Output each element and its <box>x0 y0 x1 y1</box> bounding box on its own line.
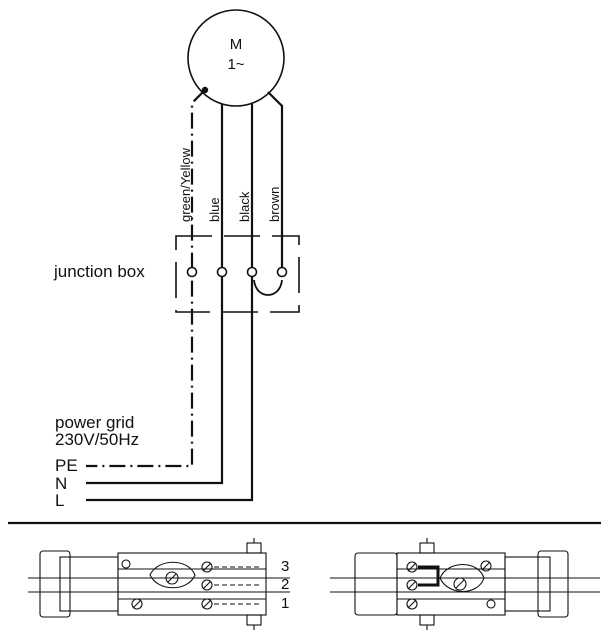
terminal-brown <box>276 266 288 278</box>
wire-label-blue: blue <box>207 197 222 222</box>
junction-box-outline <box>175 235 300 313</box>
conductor-l-label: L <box>55 491 64 510</box>
junction-box-label: junction box <box>53 262 145 281</box>
n-wire <box>86 276 224 485</box>
power-grid-label: power grid <box>55 413 134 432</box>
pin-label-3: 3 <box>281 558 289 575</box>
brown-wire <box>267 91 284 268</box>
pin-label-1: 1 <box>281 595 289 612</box>
motor-symbol: M <box>230 36 243 53</box>
wire-label-pe: green/Yellow <box>178 147 193 222</box>
connector-right <box>330 538 600 630</box>
pin-label-2: 2 <box>281 576 289 593</box>
junction-box <box>175 235 300 313</box>
wire-label-brown: brown <box>267 187 282 222</box>
terminal-pe <box>186 266 198 278</box>
wire-label-black: black <box>237 191 252 222</box>
motor-phase: 1~ <box>227 56 244 73</box>
terminal-l <box>246 266 258 278</box>
motor-circle <box>187 9 285 107</box>
conductor-pe-label: PE <box>55 456 78 475</box>
conductor-n-label: N <box>55 474 67 493</box>
terminal-n <box>216 266 228 278</box>
connector-bridge <box>418 565 440 587</box>
pe-terminal-dot <box>201 86 209 94</box>
l-wire <box>86 276 254 502</box>
connector-left <box>28 538 290 630</box>
power-grid-rating: 230V/50Hz <box>55 430 139 449</box>
motor: M 1~ <box>187 9 285 107</box>
jumper-bridge <box>253 279 283 296</box>
pe-wire <box>86 89 206 468</box>
